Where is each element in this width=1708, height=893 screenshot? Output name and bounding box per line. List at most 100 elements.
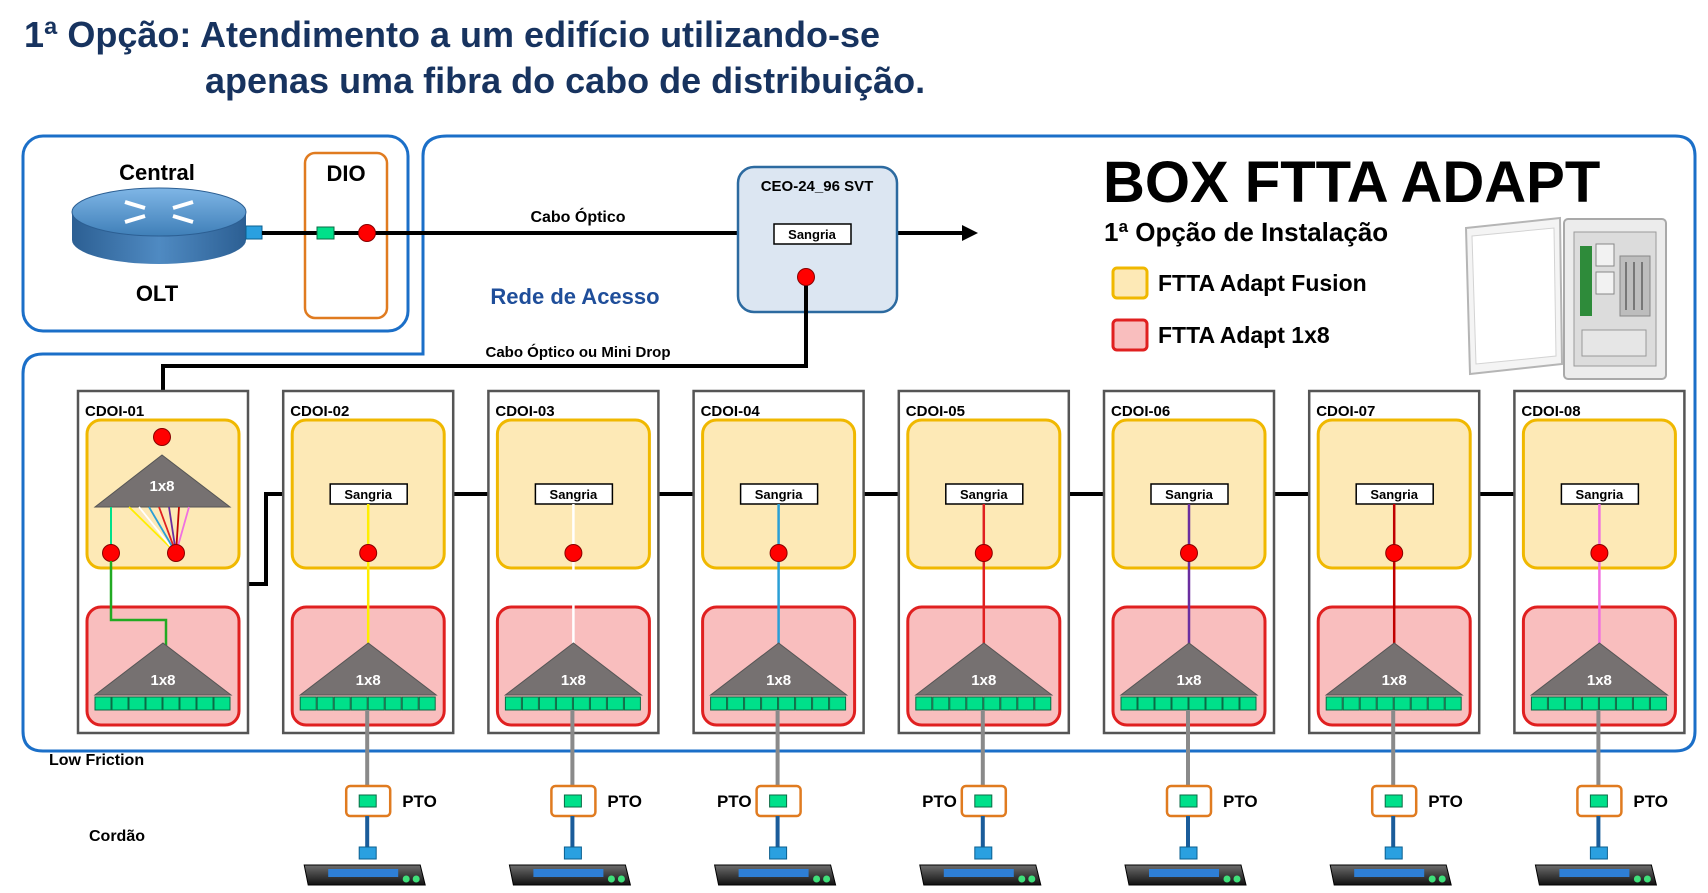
dio-connector-dot [358,224,376,242]
low-friction-label: Low Friction [49,752,144,769]
title-line-1: 1ª Opção: Atendimento a um edifício util… [24,14,880,55]
pto-label: PTO [1428,792,1463,811]
splitter-port [538,696,556,711]
cdoi-name: CDOI-06 [1111,403,1170,420]
pto-adapter [358,794,377,808]
splitter-port [145,696,163,711]
splitter-port [1120,696,1138,711]
cabo-optico-label: Cabo Óptico [530,207,625,226]
splitter-triangle-icon [1529,642,1669,696]
onu-led [1643,875,1651,883]
fan-fiber [138,506,177,554]
pto-group-5: PTO [919,710,1042,886]
onu-display [533,869,604,877]
splitter-port [623,696,641,711]
ceo-sangria-box [773,223,852,245]
splitter-port [1632,696,1650,711]
splitter-port [572,696,590,711]
ceo-sangria-label: Sangria [788,227,836,242]
onu-display [738,869,809,877]
splitter-port [915,696,933,711]
box-subtitle: 1ª Opção de Instalação [1104,217,1388,247]
splitter-port [1325,696,1343,711]
splitter-triangle-icon [503,642,643,696]
sangria-label: Sangria [755,487,803,502]
splitter-port [94,696,112,711]
splitter-label: 1x8 [1382,672,1407,689]
onu-led [1028,875,1036,883]
splitter-port [521,696,539,711]
cabo-mini-drop-label: Cabo Óptico ou Mini Drop [486,343,671,361]
cable-arrow-icon [962,225,978,241]
pto-group-7: PTO [1329,710,1463,886]
splitter-port [744,696,762,711]
pto-group-8: PTO [1534,710,1668,886]
splitter-label: 1x8 [356,672,381,689]
cordao-label: Cordão [89,828,145,845]
onu-port [1589,846,1608,860]
splitter-label: 1x8 [150,672,175,689]
splitter-port [418,696,436,711]
splitter-label: 1x8 [766,672,791,689]
splitter-label: 1x8 [561,672,586,689]
pto-group-4: PTO [713,710,837,886]
pto-adapter [974,794,993,808]
connector-dot [153,428,171,446]
splitter-port [1017,696,1035,711]
dio-label: DIO [326,161,365,186]
splitter-port [1171,696,1189,711]
onu-display [1354,869,1425,877]
splitter-port [1530,696,1548,711]
onu-port [769,846,788,860]
pto-label: PTO [1223,792,1258,811]
dio-box [303,151,389,320]
splitter-port [367,696,385,711]
central-label: Central [119,160,195,185]
splitter-port [710,696,728,711]
splitter-port [1188,696,1206,711]
onu-led [617,875,625,883]
cdoi-name: CDOI-02 [290,403,349,420]
olt-label: OLT [136,281,179,306]
connector-dot [1180,544,1198,562]
splitter-port [128,696,146,711]
onu-led [823,875,831,883]
splitter-port [812,696,830,711]
ftta-box-image [1464,216,1667,380]
splitter-port [162,696,180,711]
onu-display [328,869,399,877]
splitter-port [179,696,197,711]
splitter-port [1342,696,1360,711]
splitter-port [1427,696,1445,711]
onu-port [358,846,377,860]
splitter-port [333,696,351,711]
dio-adapter [316,226,335,240]
pto-adapter [769,794,788,808]
pto-label: PTO [717,792,752,811]
cdoi-name: CDOI-03 [495,403,554,420]
pto-group-6: PTO [1124,710,1258,886]
cdoi-layer: CDOI-011x81x8CDOI-02Sangria1x8CDOI-03San… [76,389,1686,735]
pto-adapter [1384,794,1403,808]
onu-led [813,875,821,883]
sangria-label: Sangria [1576,487,1624,502]
pto-group-3: PTO [508,710,642,886]
splitter-port [1547,696,1565,711]
splitter-port [196,696,214,711]
splitter-port [1034,696,1052,711]
splitter-triangle-icon [1119,642,1259,696]
splitter-port [966,696,984,711]
splitter-port [111,696,129,711]
onu-port [563,846,582,860]
pto-label: PTO [1633,792,1668,811]
splitter-port [1205,696,1223,711]
splitter-label: 1x8 [1587,672,1612,689]
onu-led [1223,875,1231,883]
splitter-port [761,696,779,711]
pto-adapter [1589,794,1608,808]
cdoi-name: CDOI-05 [906,403,965,420]
splitter-port [949,696,967,711]
